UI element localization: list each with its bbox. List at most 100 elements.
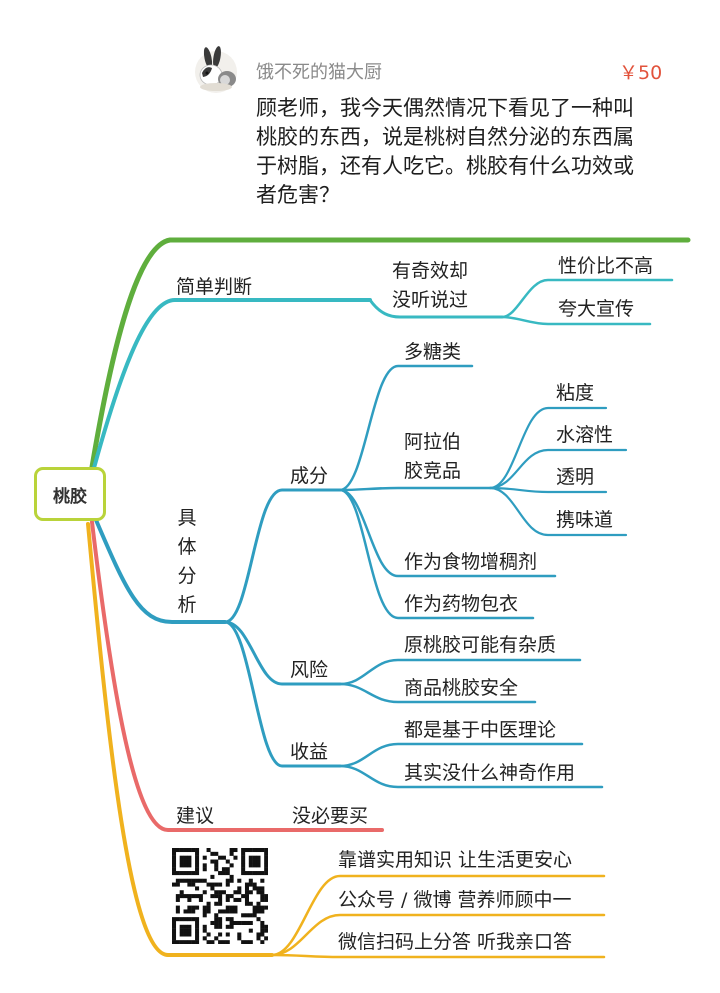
qr-module xyxy=(179,917,184,922)
qr-module xyxy=(172,855,177,860)
node-risk: 风险 xyxy=(290,659,329,681)
qr-module xyxy=(191,917,196,922)
edge-benefit-tcm xyxy=(338,742,584,768)
qr-module xyxy=(195,920,200,925)
avatar xyxy=(195,46,237,93)
qr-module xyxy=(252,913,257,918)
branch-analysis xyxy=(94,518,227,624)
edge-footer-2 xyxy=(270,913,606,957)
edge-risk xyxy=(223,620,342,686)
edge-leaf-cost xyxy=(500,278,674,319)
qr-module xyxy=(214,913,219,918)
edge-flavor xyxy=(488,486,628,537)
qr-module xyxy=(248,901,253,906)
qr-module xyxy=(195,878,200,883)
qr-module xyxy=(244,882,249,887)
qr-module xyxy=(218,882,223,887)
qr-module xyxy=(214,851,219,856)
qr-module xyxy=(233,848,238,853)
qr-module xyxy=(229,917,234,922)
qr-module xyxy=(195,848,200,853)
qr-module xyxy=(214,920,219,925)
qr-module xyxy=(248,878,253,883)
qr-module xyxy=(218,909,223,914)
qr-module xyxy=(195,928,200,933)
qr-module xyxy=(233,855,238,860)
qr-module xyxy=(241,867,246,872)
edge-viscosity xyxy=(488,406,608,490)
qr-module xyxy=(214,859,219,864)
qr-module xyxy=(210,851,215,856)
branch-top xyxy=(89,237,691,470)
qr-module xyxy=(175,878,180,883)
qr-module xyxy=(256,917,261,922)
price-tag: ￥50 xyxy=(619,62,663,84)
qr-module xyxy=(214,890,219,895)
qr-module xyxy=(218,855,223,860)
qr-module xyxy=(229,851,234,856)
qr-module xyxy=(172,924,177,929)
node-analysis-char: 具 xyxy=(177,507,197,529)
leaf-benefit-tcm: 都是基于中医理论 xyxy=(404,719,557,741)
qr-module xyxy=(191,909,196,914)
qr-module xyxy=(237,878,242,883)
qr-module xyxy=(256,936,261,941)
qr-module xyxy=(244,913,249,918)
qr-module xyxy=(187,863,192,868)
qr-module xyxy=(179,894,184,899)
qr-module xyxy=(195,936,200,941)
qr-module xyxy=(218,932,223,937)
qr-module xyxy=(237,936,242,941)
qr-module xyxy=(206,940,211,944)
qr-module xyxy=(191,848,196,853)
qr-module xyxy=(179,848,184,853)
qr-module xyxy=(252,863,257,868)
qr-module xyxy=(172,920,177,925)
qr-module xyxy=(244,901,249,906)
qr-module xyxy=(218,924,223,929)
qr-module xyxy=(248,913,253,918)
qr-module xyxy=(264,897,268,902)
qr-module xyxy=(175,894,180,899)
qr-module xyxy=(256,890,261,895)
qr-module xyxy=(195,917,200,922)
qr-module xyxy=(256,848,261,853)
qr-module xyxy=(244,871,249,876)
qr-module xyxy=(187,897,192,902)
qr-module xyxy=(264,863,268,868)
qr-module xyxy=(241,851,246,856)
qr-module xyxy=(187,932,192,937)
qr-module xyxy=(218,920,223,925)
qr-module xyxy=(233,909,238,914)
node-coating: 作为药物包衣 xyxy=(404,593,519,615)
qr-module xyxy=(260,878,265,883)
qr-module xyxy=(248,855,253,860)
qr-module xyxy=(260,909,265,914)
footer-line-2: 公众号 / 微博 营养师顾中一 xyxy=(338,889,572,911)
qr-module xyxy=(252,848,257,853)
qr-module xyxy=(244,886,249,891)
branch-advice xyxy=(90,520,384,832)
qr-module xyxy=(175,905,180,910)
qr-module xyxy=(218,871,223,876)
edge-risk-impurity xyxy=(338,658,582,686)
qr-module xyxy=(183,940,188,944)
qr-module xyxy=(210,886,215,891)
question-text: 顾老师，我今天偶然情况下看见了一种叫 桃胶的东西，说是桃树自然分泌的东西属 于树… xyxy=(256,94,676,210)
edge-footer-1 xyxy=(270,874,606,957)
qr-module xyxy=(195,863,200,868)
qr-module xyxy=(229,878,234,883)
qr-module xyxy=(256,871,261,876)
qr-module xyxy=(260,890,265,895)
edge-benefit-none xyxy=(338,764,604,789)
question-line: 于树脂，还有人吃它。桃胶有什么功效或 xyxy=(256,154,634,178)
qr-module xyxy=(244,894,249,899)
qr-module xyxy=(248,863,253,868)
qr-module xyxy=(214,901,219,906)
qr-module xyxy=(172,848,177,853)
leaf-benefit-none: 其实没什么神奇作用 xyxy=(404,762,576,784)
qr-module xyxy=(241,920,246,925)
qr-module xyxy=(260,848,265,853)
qr-module xyxy=(172,859,177,864)
qr-module xyxy=(241,859,246,864)
